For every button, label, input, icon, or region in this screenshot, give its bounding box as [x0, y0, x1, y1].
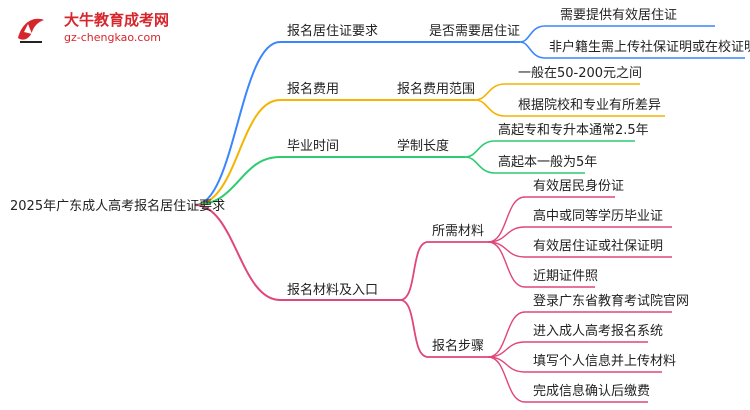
group-steps: 报名步骤 [432, 339, 485, 354]
group-required-materials: 所需材料 [432, 224, 485, 239]
logo-mark-icon [18, 18, 44, 43]
branch-materials-entry: 报名材料及入口 [287, 283, 379, 298]
connector-b2-leaf2 [474, 99, 665, 117]
leaf-duration-2-5: 高起专和专升本通常2.5年 [498, 123, 649, 138]
branch-fee: 报名费用 [287, 82, 340, 97]
connector-b3-leaf2 [464, 156, 585, 174]
branch-residence-permit: 报名居住证要求 [287, 24, 379, 39]
node-fee-range: 报名费用范围 [397, 82, 476, 97]
mindmap-root: 2025年广东成人高考报名居住证要求 [10, 199, 226, 214]
branch-graduation: 毕业时间 [287, 139, 340, 154]
connector-g2-leaf1 [487, 311, 672, 358]
leaf-duration-5: 高起本一般为5年 [498, 155, 598, 170]
connector-g2-leaf4 [487, 356, 648, 403]
logo-name: 大牛教育成考网 [64, 11, 170, 29]
leaf-confirm-pay: 完成信息确认后缴费 [533, 384, 651, 399]
connector-g1-leaf2 [487, 226, 672, 243]
connector-g1-leaf3 [487, 241, 672, 258]
connector-b1-leaf1 [519, 25, 715, 43]
leaf-non-local-proof: 非户籍生需上传社保证明或在校证明 [549, 40, 750, 55]
connector-b1-leaf2 [519, 41, 745, 59]
leaf-fee-amount: 一般在50-200元之间 [518, 66, 643, 81]
connector-g1-leaf4 [487, 241, 595, 288]
connector-root-branch-4 [194, 204, 400, 301]
leaf-id-card: 有效居民身份证 [533, 179, 625, 194]
node-need-permit: 是否需要居住证 [429, 24, 521, 39]
connector-root-branch-3 [194, 156, 375, 206]
connector-b4-group1 [399, 241, 488, 301]
leaf-photo: 近期证件照 [533, 269, 599, 284]
connector-b2-leaf1 [474, 83, 640, 101]
leaf-permit-or-insurance: 有效居住证或社保证明 [533, 239, 664, 254]
connector-root-branch-1 [194, 41, 380, 206]
connector-g2-leaf3 [487, 356, 662, 373]
logo-url: gz-chengkao.com [64, 31, 161, 44]
leaf-fill-info: 填写个人信息并上传材料 [533, 354, 677, 369]
connector-g1-leaf1 [487, 196, 615, 243]
node-duration: 学制长度 [397, 139, 450, 154]
leaf-valid-permit: 需要提供有效居住证 [560, 8, 678, 23]
leaf-enter-system: 进入成人高考报名系统 [533, 324, 664, 339]
leaf-login-site: 登录广东省教育考试院官网 [533, 294, 690, 309]
connector-b4-group2 [399, 299, 488, 358]
connector-g2-leaf2 [487, 341, 648, 358]
connector-root-branch-2 [194, 99, 375, 206]
site-logo[interactable]: 大牛教育成考网 gz-chengkao.com [6, 6, 236, 52]
leaf-fee-varies: 根据院校和专业有所差异 [518, 98, 662, 113]
connector-b3-leaf1 [464, 140, 635, 158]
leaf-diploma: 高中或同等学历毕业证 [533, 209, 664, 224]
